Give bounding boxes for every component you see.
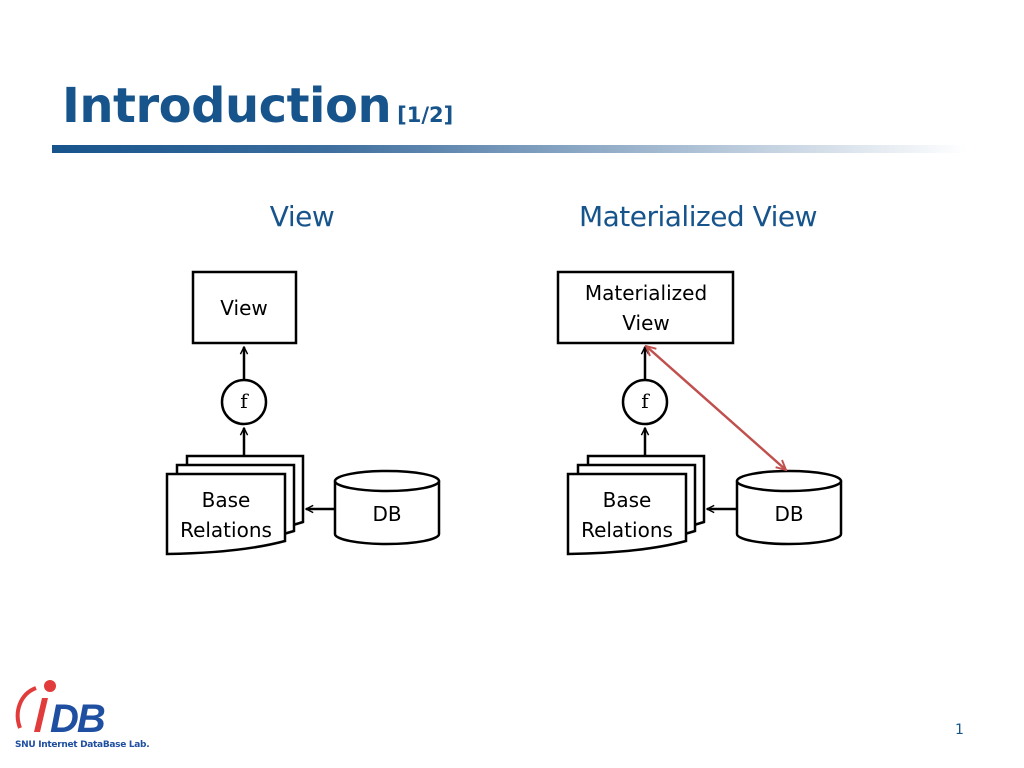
left-diagram: [165, 270, 441, 556]
page-number: 1: [955, 722, 964, 738]
base-relations-label: Base Relations: [180, 488, 272, 542]
function-label: f: [641, 389, 649, 413]
db-cylinder: [333, 469, 441, 546]
sync-double-arrow: [646, 346, 786, 470]
db-cylinder: [735, 469, 843, 546]
idb-logo: DB: [15, 680, 107, 740]
title-text: Introduction: [62, 78, 392, 134]
logo-caption: SNU Internet DataBase Lab.: [15, 740, 150, 750]
function-node: [220, 378, 268, 426]
base-relations-stack: [165, 454, 305, 556]
materialized-view-box-label: Materialized View: [584, 281, 708, 335]
title-page-indicator: [1/2]: [397, 103, 454, 127]
db-label: DB: [372, 502, 402, 526]
materialized-view-heading: Materialized View: [578, 200, 818, 233]
slide-title: Introduction[1/2]: [62, 78, 453, 134]
view-box-label: View: [220, 296, 268, 320]
view-box: [191, 270, 298, 345]
svg-text:DB: DB: [50, 697, 105, 740]
function-label: f: [240, 389, 248, 413]
materialized-view-box: [556, 270, 735, 345]
db-label: DB: [774, 502, 804, 526]
view-heading: View: [269, 200, 335, 233]
right-diagram: [556, 270, 843, 556]
title-underline: [52, 145, 967, 153]
base-relations-label: Base Relations: [581, 488, 673, 542]
base-relations-stack: [566, 454, 706, 556]
